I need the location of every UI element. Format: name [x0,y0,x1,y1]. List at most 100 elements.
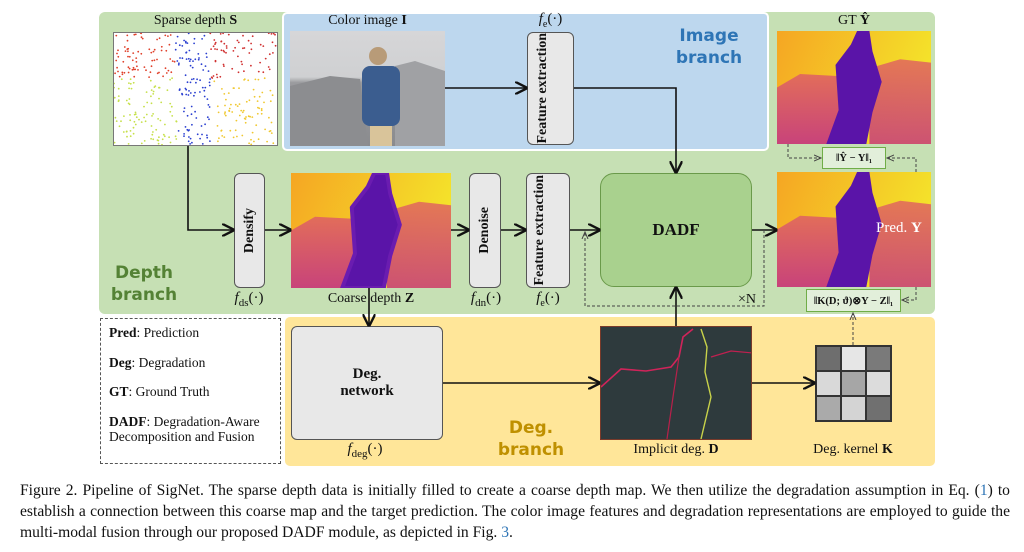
sparse-point [212,45,215,48]
deg-fn-args: (·) [367,441,383,457]
sparse-point [161,143,163,146]
caption-eq-link[interactable]: 1 [979,482,988,499]
sparse-point [274,44,277,47]
sparse-point [234,129,237,132]
deg-network-label: Deg.network [340,366,393,401]
sparse-point [268,130,271,133]
sparse-point [261,91,264,94]
sparse-point [241,63,243,66]
sparse-point [244,118,247,120]
sparse-point [132,81,135,84]
sparse-point [204,86,207,89]
sparse-point [156,38,158,41]
color-image-symbol: I [401,13,407,28]
sparse-point [135,57,138,59]
kernel-cell [866,396,891,421]
sparse-point [152,113,154,115]
sparse-point [117,87,120,90]
sparse-point [208,106,211,108]
sparse-point [152,50,155,53]
sparse-point [249,115,252,118]
deg-network-fn: fdeg(·) [335,441,395,460]
sparse-point [127,66,130,69]
sparse-point [151,133,154,136]
sparse-point [228,109,230,112]
sparse-point [231,111,234,113]
caption-text-1: Figure 2. Pipeline of SigNet. The sparse… [20,482,980,499]
sparse-point [258,95,261,98]
sparse-point [204,65,207,67]
sparse-point [174,135,177,138]
fe-top-fn-f: f [538,11,543,27]
sparse-point [189,81,192,84]
sparse-point [183,39,185,42]
sparse-point [253,140,255,143]
sparse-point [188,129,190,131]
sparse-point [263,77,266,80]
sparse-point [240,109,243,112]
sparse-point [117,49,119,52]
sparse-point [222,32,224,35]
sparse-point [224,114,227,117]
sparse-point [192,78,195,80]
sparse-point [133,120,136,123]
sparse-point [267,66,270,68]
sparse-point [236,105,239,107]
sparse-point [127,143,130,145]
sparse-point [125,130,128,133]
sparse-point [220,49,223,52]
sparse-point [128,82,130,84]
sparse-point [187,94,190,96]
sparse-point [202,69,205,71]
sparse-point [134,113,137,115]
gt-symbol: Ŷ [859,13,871,28]
sparse-point [181,92,183,95]
sparse-point [130,87,133,90]
gt-loss-box: ‖Ŷ − Y‖₁ [822,147,886,169]
sparse-point [134,123,137,126]
sparse-point [177,63,180,66]
sparse-point [250,143,253,146]
sparse-point [158,97,160,100]
sparse-point [118,75,121,78]
fe-mid-fn-args: (·) [544,290,560,306]
denoise-fn-f: f [470,290,476,306]
sparse-point [157,118,159,120]
sparse-point [178,62,180,65]
sparse-point [191,78,193,81]
sparse-point [205,52,208,55]
sparse-point [178,88,181,90]
sparse-point [237,71,240,74]
sparse-point [225,51,227,54]
sparse-point [243,79,246,81]
sparse-point [145,91,148,93]
sparse-point [259,61,261,64]
sparse-point [186,128,189,131]
sparse-point [220,130,223,132]
sparse-point [141,37,144,40]
sparse-point [187,57,190,60]
sparse-point [167,69,170,72]
sparse-point [152,138,155,141]
sparse-point [196,78,198,81]
sparse-point [152,131,154,133]
sparse-point [195,117,198,119]
image-branch-label: Image branch [664,25,754,69]
legend-item: Deg: Degradation [109,355,272,371]
sparse-point [195,81,197,84]
deg-network-block: Deg.network [291,326,443,440]
sparse-point [241,134,244,137]
sparse-point [183,110,185,113]
gt-loss-formula: ‖Ŷ − Y‖₁ [836,152,872,164]
sparse-point [232,136,235,139]
sparse-point [115,34,118,37]
sparse-point [160,49,163,52]
sparse-point [129,82,132,85]
sparse-point [143,66,146,68]
implicit-deg-edges [601,328,751,439]
sparse-point [215,73,218,76]
caption-fig-link[interactable]: 3 [501,524,509,541]
sparse-point [193,37,196,40]
sparse-point [268,116,270,119]
sparse-point [192,60,194,62]
